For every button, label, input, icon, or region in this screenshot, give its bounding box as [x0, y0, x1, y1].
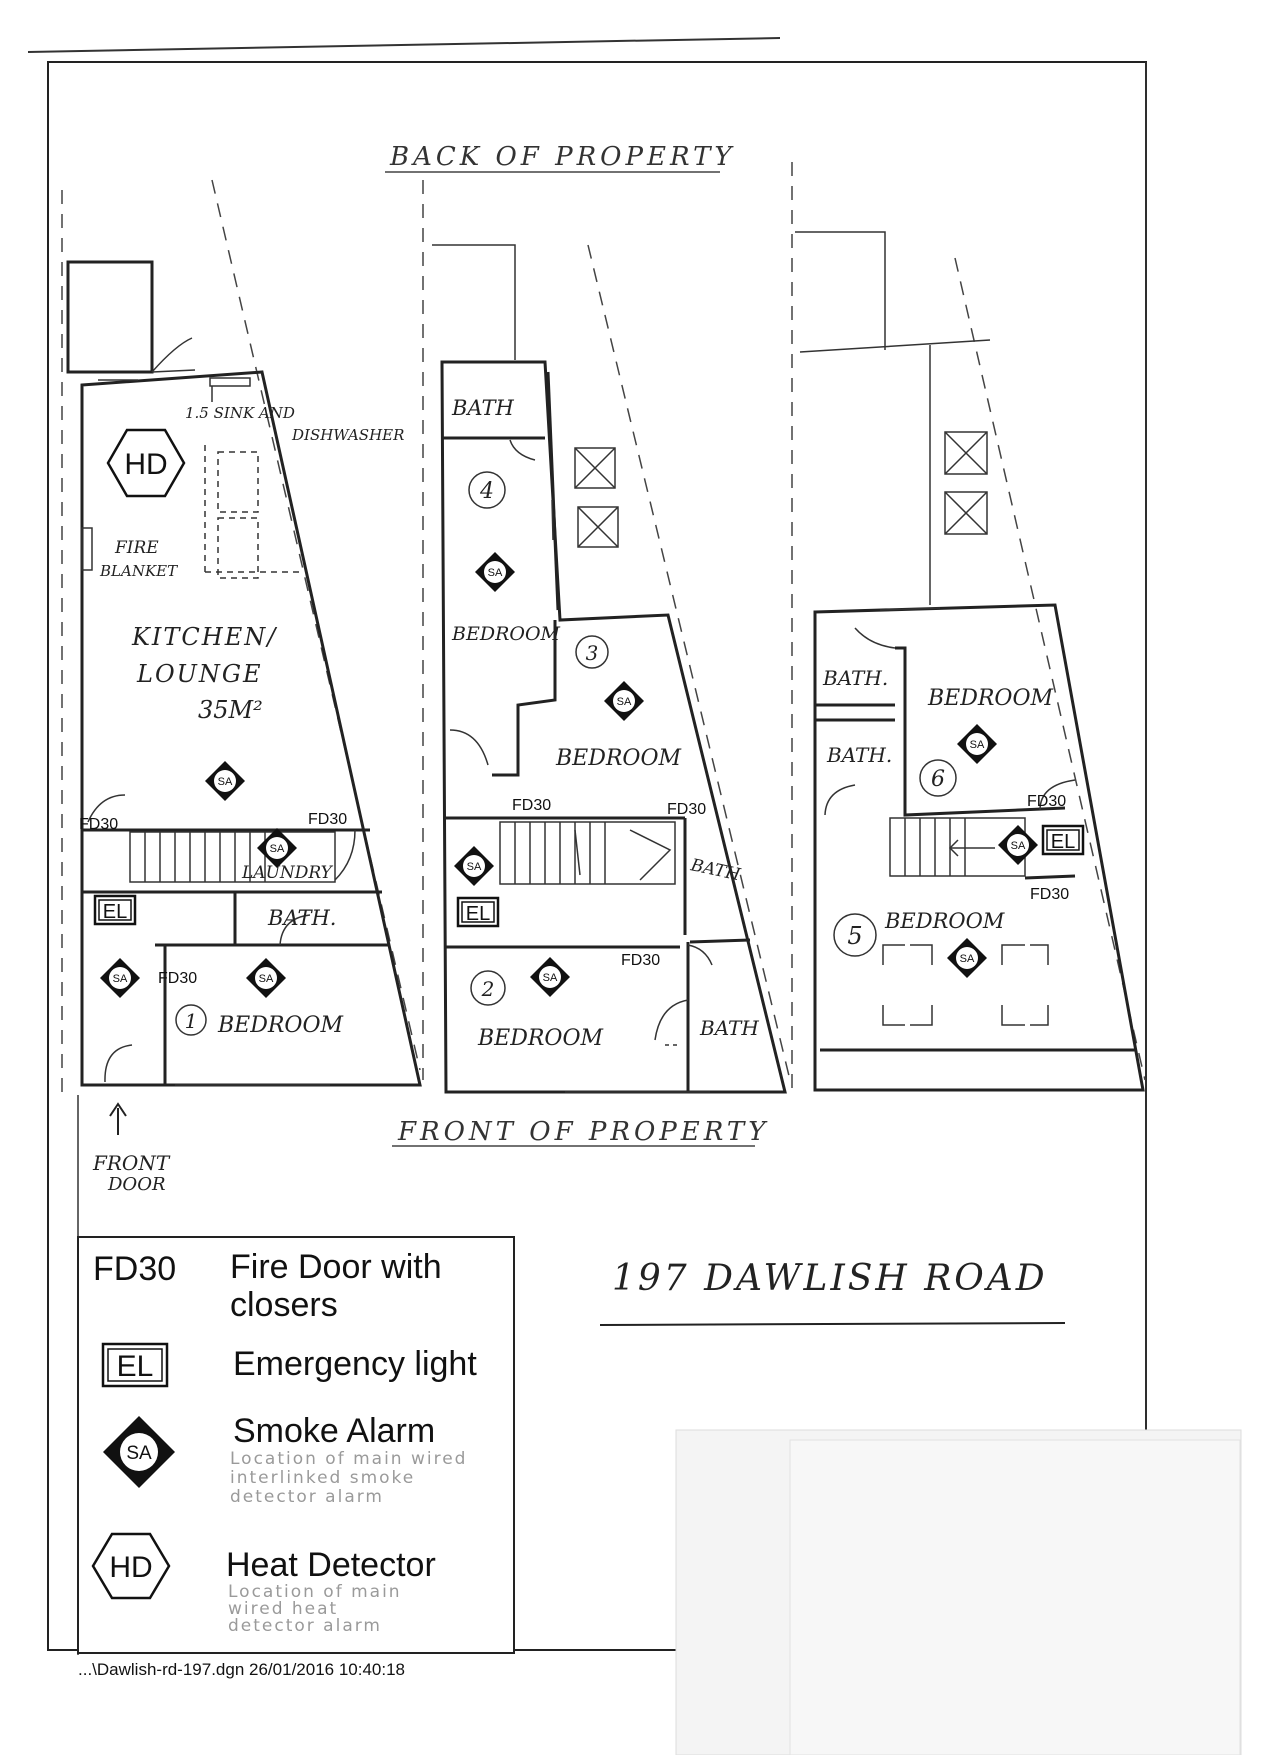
legend-emergency-light-icon: EL [101, 1342, 169, 1388]
fd30-label: FD30 [308, 811, 347, 828]
bedroom-5-label: BEDROOM [884, 909, 1005, 933]
room-number-5-circle [833, 913, 877, 957]
legend-hd-title: Heat Detector [226, 1546, 436, 1584]
fd30-label: FD30 [79, 816, 118, 833]
legend-el-title: Emergency light [233, 1345, 477, 1383]
legend-hd-code: HD [109, 1551, 152, 1584]
sink-note-line1: 1.5 SINK AND [185, 404, 295, 422]
fd30-label: FD30 [621, 952, 660, 969]
smoke-alarm-icon [100, 958, 140, 998]
legend-smoke-alarm-icon: SA [103, 1416, 175, 1488]
legend-hd-desc-line1: Location of main [228, 1582, 402, 1602]
room-number-3: 3 [586, 641, 599, 665]
legend-heat-detector-icon: HD [91, 1532, 171, 1600]
fire-door-labels: FD30 FD30 FD30 FD30 FD30 FD30 FD30 FD30 [79, 793, 1069, 987]
room-number-3-circle [575, 635, 609, 669]
room-number-2-circle [470, 970, 506, 1006]
kitchen-lounge-label-line1: KITCHEN/ [131, 623, 278, 651]
room-number-6: 6 [931, 767, 945, 792]
front-of-property-label: FRONT OF PROPERTY [397, 1117, 769, 1147]
bath-second-label-b: BATH. [826, 743, 892, 767]
back-of-property-label: BACK OF PROPERTY [389, 142, 736, 172]
file-stamp: ...\Dawlish-rd-197.dgn 26/01/2016 10:40:… [78, 1660, 405, 1679]
room-number-6-circle [919, 759, 957, 797]
overlay-paper-inner [789, 1439, 1241, 1755]
smoke-alarm-icon [257, 828, 297, 868]
smoke-alarm-icon [530, 957, 570, 997]
address-underline [599, 1322, 1066, 1326]
heat-detector-icon: HD [106, 428, 186, 498]
fire-blanket-line2: BLANKET [99, 562, 178, 580]
address-title: 197 DAWLISH ROAD [612, 1258, 1048, 1299]
bedroom-1-label: BEDROOM [217, 1013, 344, 1038]
bedroom-2-label: BEDROOM [477, 1026, 604, 1051]
kitchen-area-label: 35M² [198, 696, 263, 724]
fd30-label: FD30 [158, 970, 197, 987]
legend-sa-title: Smoke Alarm [233, 1412, 435, 1450]
room-number-2: 2 [481, 977, 495, 1001]
legend-sa-code: SA [126, 1443, 152, 1464]
legend-hd-desc-line2: wired heat [228, 1599, 338, 1619]
plan-ground-floor [61, 179, 422, 1135]
smoke-alarm-icon [454, 846, 494, 886]
smoke-alarm-icon [246, 958, 286, 998]
room-number-4-circle [468, 471, 506, 509]
heat-detector-label: HD [124, 448, 167, 481]
legend-fd30-code: FD30 [93, 1250, 176, 1288]
room-labels: 1.5 SINK AND DISHWASHER FIRE BLANKET KIT… [99, 386, 1054, 1051]
legend-sa-desc-line2: interlinked smoke [230, 1468, 415, 1488]
legend-el-code: EL [117, 1350, 154, 1383]
laundry-label: LAUNDRY [241, 863, 334, 883]
legend-sa-desc-line1: Location of main wired [230, 1449, 467, 1469]
legend-hd-desc-line3: detector alarm [228, 1616, 382, 1636]
plan-second-floor [791, 162, 1146, 1092]
emergency-light-icon [93, 894, 137, 926]
smoke-alarm-icon [947, 938, 987, 978]
smoke-alarm-icon [205, 761, 245, 801]
legend-fd30-title-line2: closers [230, 1286, 338, 1324]
bath-first-label: BATH [451, 396, 514, 420]
legend-panel: FD30 Fire Door with closers EL Emergency… [77, 1236, 515, 1654]
fd30-label: FD30 [512, 797, 551, 814]
smoke-alarm-icon [998, 825, 1038, 865]
bath-ground-label: BATH. [267, 906, 336, 930]
fd30-label: FD30 [667, 801, 706, 818]
fire-blanket-line1: FIRE [114, 538, 159, 558]
room-number-1: 1 [185, 1009, 198, 1033]
bedroom-4-label: BEDROOM [451, 623, 561, 645]
sink-note-line2: DISHWASHER [291, 426, 404, 444]
bath-first-front-label: BATH [699, 1016, 759, 1040]
legend-fd30-title-line1: Fire Door with [230, 1248, 442, 1286]
kitchen-lounge-label-line2: LOUNGE [136, 660, 263, 688]
front-door-label-line2: DOOR [107, 1174, 166, 1195]
bath-second-label-a: BATH. [822, 666, 888, 690]
fd30-label: FD30 [1030, 886, 1069, 903]
room-number-1-circle [175, 1004, 207, 1036]
fd30-label: FD30 [1027, 793, 1066, 810]
bath-stair-label: BATH [688, 855, 743, 885]
bedroom-6-label: BEDROOM [927, 686, 1054, 711]
emergency-light-icon [456, 896, 500, 928]
smoke-alarm-icon [475, 552, 515, 592]
bedroom-3-label: BEDROOM [555, 746, 682, 771]
room-number-4: 4 [479, 479, 494, 504]
smoke-alarm-icon [957, 724, 997, 764]
legend-sa-desc-line3: detector alarm [230, 1487, 384, 1507]
room-number-5: 5 [847, 922, 862, 950]
emergency-light-icon [1041, 824, 1085, 856]
front-door-label-line1: FRONT [92, 1151, 171, 1175]
sheet-top-rule [27, 37, 781, 53]
smoke-alarm-icon [604, 681, 644, 721]
plan-first-floor [422, 180, 791, 1094]
